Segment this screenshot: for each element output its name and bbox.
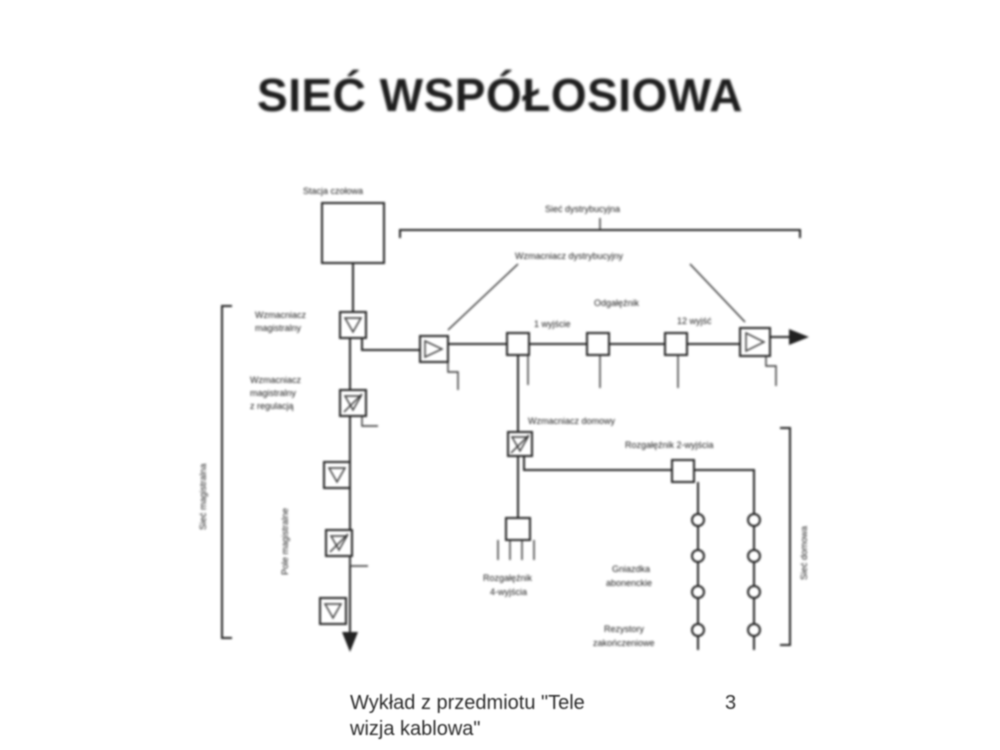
house-network-bracket (780, 427, 791, 646)
house-amplifier (507, 431, 533, 457)
branch-to-distribution (361, 338, 420, 351)
distribution-amp-pointer-left (447, 263, 519, 331)
four-output-tap-label-line2: 4-wyjścia (490, 587, 527, 597)
distribution-network-label: Sieć dystrybucyjna (545, 204, 620, 214)
tap-2 (586, 332, 610, 356)
terminating-resistors-label-line2: zakończeniowe (593, 638, 655, 648)
tap-1 (506, 332, 530, 356)
two-output-tap-label: Rozgałęźnik 2-wyjścia (625, 440, 714, 450)
two-output-splitter (671, 459, 695, 483)
head-station-label: Stacja czołowa (303, 186, 363, 196)
page-number: 3 (725, 692, 737, 714)
head-station-box (321, 202, 385, 264)
trunk-amp-reg-label-line3: z regulacją (250, 401, 294, 411)
tap-label: Odgałęźnik (594, 298, 640, 308)
tap-3 (664, 332, 688, 356)
outlet-column-2 (747, 513, 761, 637)
distribution-amplifier-right (739, 327, 777, 386)
subscriber-outlets-label-line2: abonenckie (606, 578, 652, 588)
outlet-column-1 (691, 513, 705, 637)
trunk-amplifier-1 (339, 311, 367, 339)
subscriber-outlets-label-line1: Gniazdka (612, 564, 650, 574)
distribution-amplifier-left (419, 335, 459, 390)
house-amplifier-label: Wzmacniacz domowy (528, 416, 616, 426)
distribution-amp-pointer-right (689, 263, 746, 323)
footer-line-2: wizja kablowa" (350, 718, 481, 740)
trunk-field-label: Pole magistralne (280, 508, 290, 575)
slide-title: SIEĆ WSPÓŁOSIOWA (257, 69, 743, 121)
trunk-network-bracket (221, 305, 232, 639)
terminating-resistors-label-line1: Rezystory (604, 624, 645, 634)
trunk-amplifier-regulated-1 (339, 389, 378, 427)
footer-course-title: Wykład z przedmiotu "Tele wizja kablowa" (350, 690, 680, 742)
trunk-network-label: Sieć magistralna (198, 463, 208, 530)
footer-line-1: Wykład z przedmiotu "Tele (350, 692, 585, 714)
distribution-amplifiers-label: Wzmacniacz dystrybucyjny (515, 251, 624, 261)
trunk-amplifier-3 (323, 461, 351, 489)
twelve-outputs-label: 12 wyjść (677, 316, 712, 326)
house-amp-right-line (523, 456, 672, 471)
trunk-amplifier-label-line2: magistralny (255, 323, 302, 333)
four-output-tap-label-line1: Rozgałęźnik (483, 573, 533, 583)
trunk-amplifier-regulated-2 (325, 529, 368, 567)
four-output-splitter (497, 517, 535, 560)
trunk-amp-reg-label-line1: Wzmacniacz (250, 375, 302, 385)
trunk-amplifier-label-line1: Wzmacniacz (255, 310, 307, 320)
trunk-amp-reg-label-line2: magistralny (250, 388, 297, 398)
trunk-amplifier-5 (319, 597, 347, 625)
house-network-label: Sieć domowa (799, 526, 809, 580)
one-output-label: 1 wyjście (534, 319, 571, 329)
distribution-network-bracket (399, 229, 801, 238)
